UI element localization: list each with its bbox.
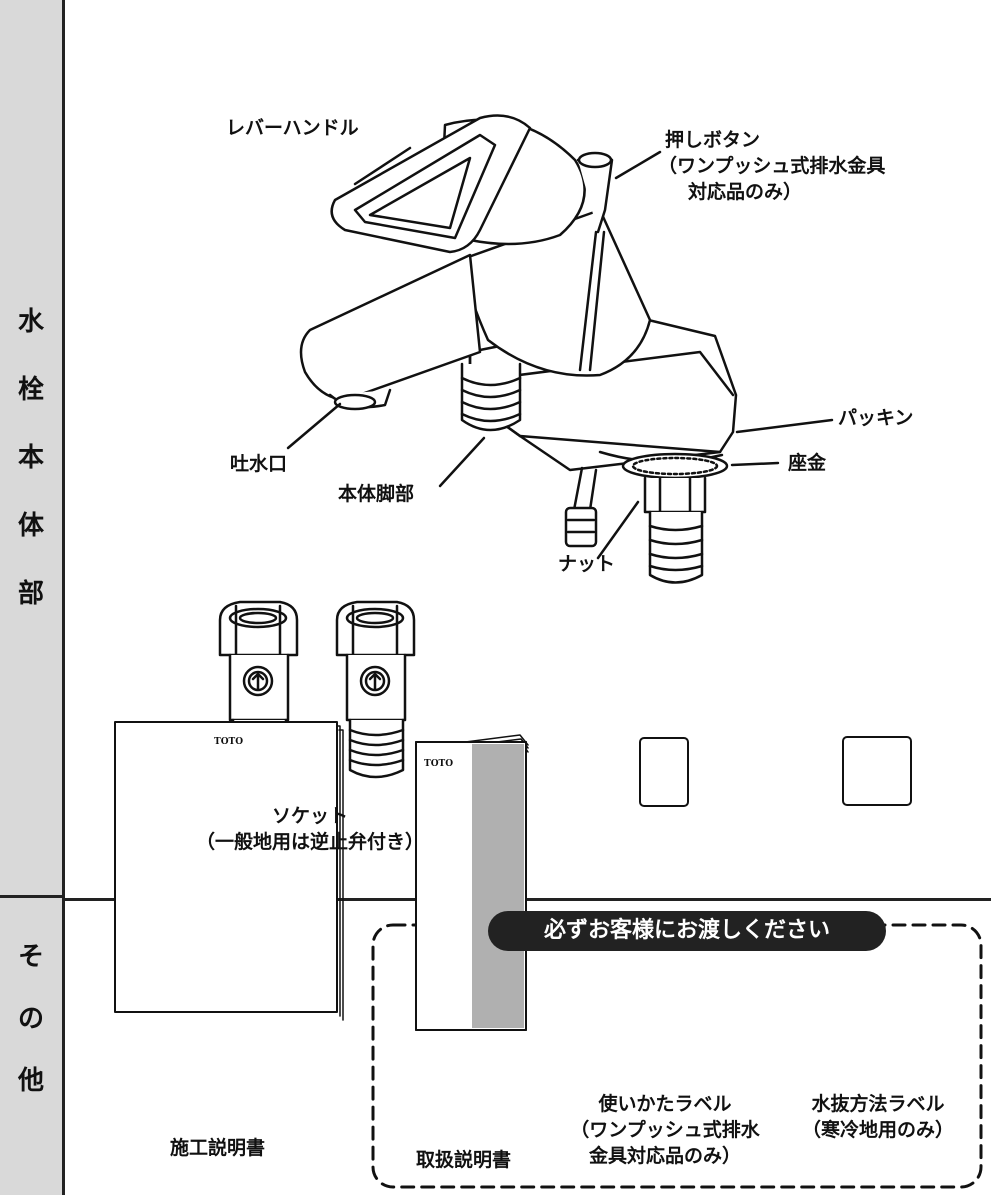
usage-label-illustration	[639, 737, 689, 807]
section-label-faucet-body: 水 栓 本 体 部	[0, 0, 65, 898]
section-char: 他	[17, 1066, 44, 1096]
faucet-illustration	[286, 114, 834, 584]
section-char: 本	[17, 443, 44, 473]
label-user-manual: 取扱説明書	[416, 1149, 512, 1171]
section-label-others: そ の 他	[0, 898, 65, 1195]
section-char: 部	[17, 579, 44, 609]
user-manual-illustration	[415, 734, 529, 1031]
label-push-button-note: 対応品のみ）	[688, 181, 803, 203]
label-push-button: 押しボタン	[665, 129, 761, 151]
section-char: 体	[17, 511, 44, 541]
drain-label-illustration	[842, 736, 912, 806]
section-char: の	[17, 1004, 44, 1034]
section-char: 水	[17, 307, 44, 337]
label-drain-label-note: （寒冷地用のみ）	[801, 1119, 954, 1141]
install-manual-brand: TOTO	[214, 737, 244, 747]
label-socket-note: （一般地用は逆止弁付き）	[195, 831, 424, 853]
label-body-leg: 本体脚部	[338, 483, 415, 505]
section-char: そ	[17, 942, 44, 972]
label-lever-handle: レバーハンドル	[226, 117, 359, 139]
label-packing: パッキン	[838, 407, 914, 429]
label-usage-label: 使いかたラベル	[598, 1093, 732, 1115]
user-manual-brand: TOTO	[424, 759, 454, 769]
label-nut: ナット	[558, 553, 616, 575]
install-manual-illustration	[114, 721, 344, 1021]
label-install-manual: 施工説明書	[170, 1137, 266, 1159]
label-usage-label-note: 金具対応品のみ）	[588, 1145, 741, 1167]
label-usage-label-note: （ワンプッシュ式排水	[570, 1119, 760, 1141]
label-drain-label: 水抜方法ラベル	[811, 1093, 945, 1115]
label-spout: 吐水口	[230, 453, 288, 475]
label-washer: 座金	[788, 452, 827, 474]
label-socket: ソケット	[271, 805, 348, 827]
section-char: 栓	[17, 375, 44, 405]
section-label-others-text: そ の 他	[0, 926, 62, 1112]
section-label-faucet-body-text: 水 栓 本 体 部	[0, 288, 62, 628]
notice-banner: 必ずお客様にお渡しください	[488, 911, 886, 951]
label-push-button-note: （ワンプッシュ式排水金具	[658, 155, 886, 177]
